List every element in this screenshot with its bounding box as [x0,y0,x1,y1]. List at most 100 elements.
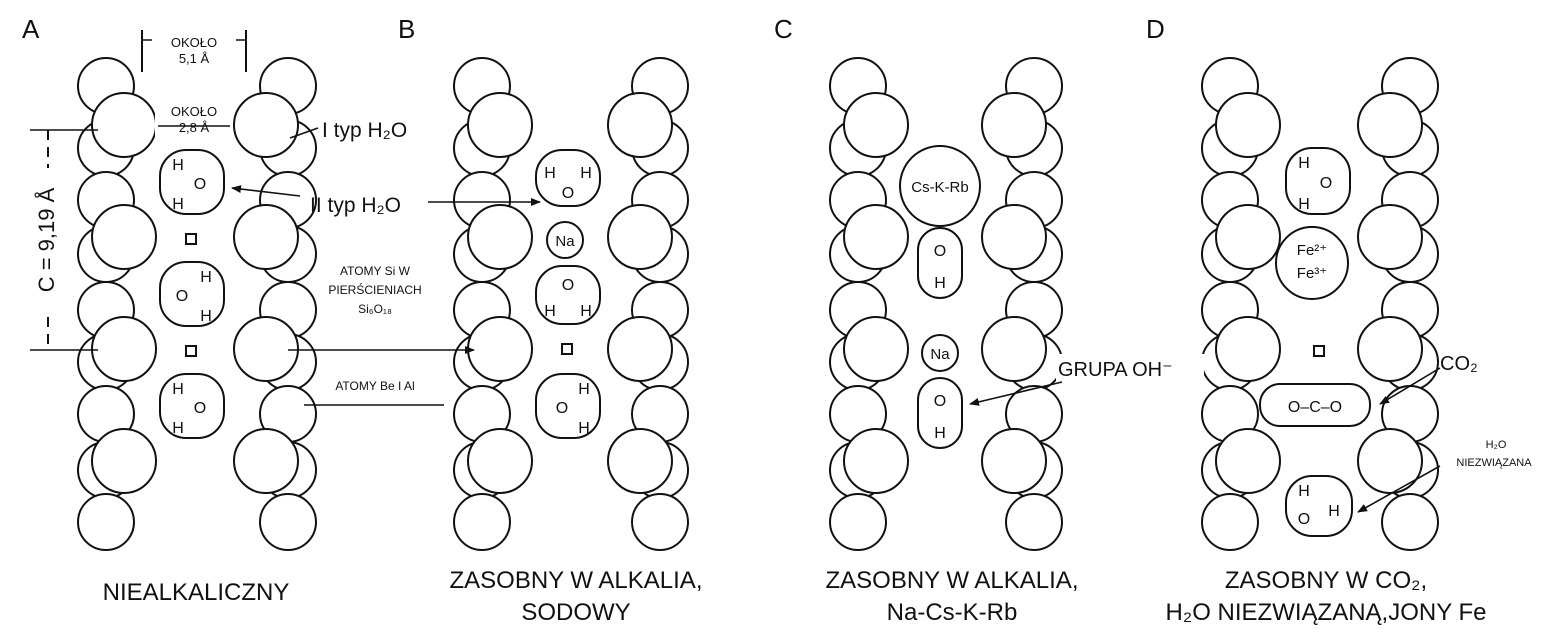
vacancy-square [1313,345,1325,357]
ring-atom-large [91,92,157,158]
sodium-label: Na [930,346,950,363]
atom-o: O [562,277,574,294]
unbound-water-arrow [1357,465,1441,513]
sodium-ion [921,334,959,372]
ring-atom-large [1215,92,1281,158]
ring-atom-large [981,92,1047,158]
fe3-label: Fe³⁺ [1297,265,1327,282]
si-atoms-label-line1: ATOMY Si W [340,264,411,278]
water-type-2-label: II typ H₂O [310,194,401,217]
caption-c-line2: Na-Cs-K-Rb [887,599,1018,626]
vacancy-square [185,345,197,357]
width-value-mid: 2,8 Å [179,120,210,135]
atom-o: O [934,393,946,410]
ring-atom-large [843,316,909,382]
atom-o: O [176,288,188,305]
panel-letter-d: D [1146,14,1165,44]
caption-b-line1: ZASOBNY W ALKALIA, [450,567,703,594]
atom-o: O [556,400,568,417]
panel-letter-b: B [398,14,415,44]
ring-atom [77,493,135,551]
ring-atom [259,493,317,551]
atom-h: H [544,303,556,320]
hydroxyl-c2: O H [917,377,963,449]
atom-h: H [578,381,590,398]
vacancy-square [185,233,197,245]
ring-atom-large [1215,428,1281,494]
atom-o: O [194,400,206,417]
co2-molecule: O–C–O [1259,383,1371,427]
cs-k-rb-label: Cs-K-Rb [911,179,969,196]
ring-atom-large [1357,428,1423,494]
water-type-1-label: I typ H₂O [322,119,407,142]
atom-h: H [1328,503,1340,520]
ring-atom-large [843,92,909,158]
atom-h: H [172,196,184,213]
ring-atom-large [607,316,673,382]
ring-atom-large [607,428,673,494]
ring-atom [829,493,887,551]
atom-h: H [1298,196,1310,213]
co2-arrow [1379,367,1441,405]
ring-atom-large [1215,204,1281,270]
ring-atom-large [981,428,1047,494]
width-value-top: 5,1 Å [179,51,210,66]
atom-h: H [1298,155,1310,172]
ring-atom [631,493,689,551]
type-1-leader [289,127,319,139]
ring-atom-large [467,428,533,494]
atom-h: H [934,275,946,292]
type-1-arrow [231,185,301,197]
vacancy-square [561,343,573,355]
sodium-label: Na [555,233,575,250]
caption-d-line2: H₂O NIEZWIĄZANĄ,JONY Fe [1166,599,1487,626]
caption-d-line1: ZASOBNY W CO₂, [1225,567,1427,594]
ring-atom [1201,493,1259,551]
be-al-atoms-label: ATOMY Be I Al [335,379,414,393]
ring-atom-large [607,92,673,158]
si-atoms-label-line3: Si₆O₁₈ [358,302,392,316]
water-molecule-a2: H O H [159,261,225,327]
atom-h: H [580,165,592,182]
water-molecule-b1: H H O [535,149,601,207]
water-molecule-b2: O H H [535,265,601,325]
ring-atom-large [467,92,533,158]
atom-o: O [194,176,206,193]
water-molecule-b3: H O H [535,373,601,439]
atom-h: H [578,420,590,437]
atom-h: H [544,165,556,182]
atom-o: O [1320,175,1332,192]
co2-molecule-label: O–C–O [1288,399,1342,416]
caption-b-line2: SODOWY [521,599,630,626]
silicate-ring-columns [77,57,1439,551]
ring-atom-large [1215,316,1281,382]
c-axis-dimension: C = 9,19 Å [30,129,98,351]
ring-atom-large [91,316,157,382]
ring-atom [1005,493,1063,551]
atom-h: H [200,269,212,286]
ring-atom-large [467,316,533,382]
oh-label-bg [1056,354,1204,384]
ring-atom [453,493,511,551]
sodium-ion [546,221,584,259]
atom-h: H [1298,483,1310,500]
co2-label: CO₂ [1440,353,1478,375]
water-molecule-a1: H O H [159,149,225,215]
atom-o: O [1298,511,1310,528]
ring-atom-large [233,92,299,158]
channel-narrow-dimension: OKOŁO 2,8 Å [155,102,233,138]
okolo-label-mid: OKOŁO [171,104,217,119]
caption-a-line1: NIEALKALICZNY [103,579,290,606]
panel-letter-a: A [22,14,40,44]
atom-o: O [934,243,946,260]
atom-h: H [172,157,184,174]
water-molecule-d1: H O H [1285,147,1351,215]
cs-k-rb-ion [899,145,981,227]
ring-atom-large [843,204,909,270]
channel-width-dimension: OKOŁO 5,1 Å [141,30,247,72]
hydroxyl-group-label: GRUPA OH⁻ [1058,359,1173,381]
ring-atom-large [981,316,1047,382]
panel-letter-c: C [774,14,793,44]
atom-h: H [934,425,946,442]
